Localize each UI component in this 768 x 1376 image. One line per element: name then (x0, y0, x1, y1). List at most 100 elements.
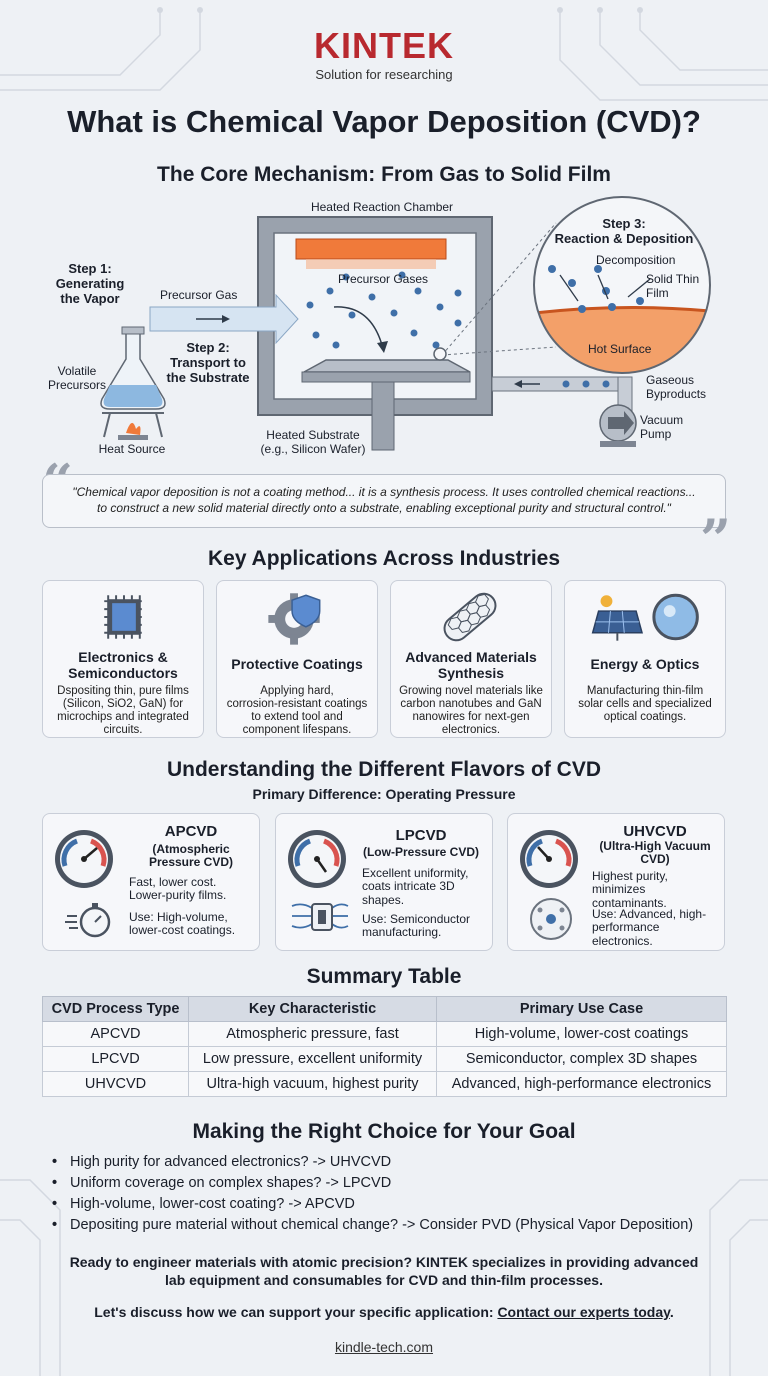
heat-source-label: Heat Source (98, 442, 166, 456)
flavor-desc: Excellent uniformity, coats intricate 3D… (362, 866, 469, 907)
vacuum-pump-drawing (599, 404, 637, 447)
decomposition-label: Decomposition (596, 253, 676, 267)
app-desc: Growing novel materials like carbon nano… (399, 685, 543, 736)
pressure-gauge-icon (288, 830, 346, 888)
table-cell: APCVD (42, 1021, 189, 1047)
gaseous-byproducts-label: Gaseous Byproducts (646, 373, 707, 401)
mechanism-title: The Core Mechanism: From Gas to Solid Fi… (157, 163, 611, 186)
vacuum-pump-label: Vacuum Pump (640, 413, 684, 441)
flavor-card-lpcvd: LPCVD (Low-Pressure CVD) Excellent unifo… (275, 813, 493, 951)
chamber-label: Heated Reaction Chamber (310, 200, 454, 214)
microchip-icon (104, 595, 142, 639)
app-card-energy: Energy & Optics Manufacturing thin-film … (564, 580, 726, 738)
flavor-desc: Highest purity, minimizes contaminants. (592, 869, 668, 910)
magnified-inset (433, 196, 711, 374)
summary-title: Summary Table (306, 965, 462, 988)
cta-contact-line: Let's discuss how we can support your sp… (0, 1304, 768, 1322)
cta-text: Ready to engineer materials with atomic … (0, 1254, 768, 1289)
stopwatch-icon (65, 903, 111, 938)
brand-header: KINTEK Solution for researching (0, 25, 768, 83)
table-cell: Atmospheric pressure, fast (188, 1021, 437, 1047)
table-cell: Semiconductor, complex 3D shapes (436, 1046, 727, 1072)
pressure-gauge-icon (55, 830, 113, 888)
flask (100, 326, 166, 440)
heater (295, 238, 447, 260)
app-title: Energy & Optics (590, 656, 700, 672)
step2-label: Step 2: Transport to the Substrate (166, 340, 250, 385)
flavor-name: UHVCVD (623, 823, 687, 840)
exhaust-line (491, 376, 633, 414)
table-row: APCVD Atmospheric pressure, fast High-vo… (42, 1021, 727, 1047)
precursor-gas-label: Precursor Gas (160, 288, 238, 302)
flavor-use: Use: High-volume, lower-cost coatings. (129, 910, 236, 938)
choice-list: High purity for advanced electronics? ->… (52, 1152, 693, 1236)
brand-tagline: Solution for researching (315, 67, 453, 82)
table-cell: LPCVD (42, 1046, 189, 1072)
app-card-materials: Advanced Materials Synthesis Growing nov… (390, 580, 552, 738)
quote-text: "Chemical vapor deposition is not a coat… (72, 485, 696, 515)
volatile-precursors-label: Volatile Precursors (47, 364, 106, 392)
nanotube-icon (443, 592, 497, 642)
table-cell: High-volume, lower-cost coatings (436, 1021, 727, 1047)
list-item: High purity for advanced electronics? ->… (52, 1152, 693, 1173)
brand-logo: KINTEK (314, 25, 454, 66)
flavor-name: LPCVD (395, 827, 447, 844)
solid-thin-film-label: Solid Thin Film (646, 272, 700, 300)
table-cell: UHVCVD (42, 1071, 189, 1097)
close-quote-icon: ” (700, 507, 732, 571)
app-title: Electronics & Semiconductors (68, 649, 178, 682)
vacuum-particles-icon (530, 898, 572, 940)
choice-title: Making the Right Choice for Your Goal (192, 1120, 576, 1143)
cta-line-1: Ready to engineer materials with atomic … (69, 1254, 699, 1270)
app-desc: Manufacturing thin-film solar cells and … (578, 685, 712, 723)
substrate-wafer (303, 359, 471, 373)
list-item: Uniform coverage on complex shapes? -> L… (52, 1173, 693, 1194)
flavors-title: Understanding the Different Flavors of C… (166, 758, 602, 781)
flavor-use: Use: Advanced, high- performance electro… (592, 907, 707, 948)
table-cell: Advanced, high-performance electronics (436, 1071, 727, 1097)
flavor-subtitle: (Ultra-High Vacuum CVD) (599, 839, 711, 867)
list-item: High-volume, lower-cost coating? -> APCV… (52, 1194, 693, 1215)
step1-label: Step 1: Generating the Vapor (55, 261, 125, 306)
list-item: Depositing pure material without chemica… (52, 1215, 693, 1236)
solar-lens-icon (591, 593, 699, 641)
substrate-pedestal (371, 381, 395, 451)
cta-line-2: lab equipment and consumables for CVD an… (165, 1271, 603, 1288)
precursor-gases-label: Precursor Gases (337, 272, 429, 286)
step3-label: Step 3: Reaction & Deposition (554, 216, 694, 246)
app-card-coatings: Protective Coatings Applying hard, corro… (216, 580, 378, 738)
flavor-subtitle: (Low-Pressure CVD) (362, 845, 480, 859)
app-title: Advanced Materials Synthesis (405, 649, 537, 682)
table-row: UHVCVD Ultra-high vacuum, highest purity… (42, 1071, 727, 1097)
contact-link[interactable]: Contact our experts today (497, 1304, 670, 1320)
flow-chamber-icon (291, 903, 349, 931)
flavor-name: APCVD (164, 823, 218, 840)
table-header: Key Characteristic (188, 996, 437, 1022)
table-row: LPCVD Low pressure, excellent uniformity… (42, 1046, 727, 1072)
summary-table: CVD Process Type Key Characteristic Prim… (42, 996, 727, 1097)
table-header: CVD Process Type (42, 996, 189, 1022)
table-cell: Low pressure, excellent uniformity (188, 1046, 437, 1072)
cvd-diagram (100, 196, 711, 451)
gear-shield-icon (268, 593, 321, 645)
flavor-card-apcvd: APCVD (Atmospheric Pressure CVD) Fast, l… (42, 813, 260, 951)
precursor-molecules (306, 271, 462, 349)
footer-website-link[interactable]: kindle-tech.com (334, 1339, 434, 1355)
cta-suffix: . (669, 1304, 674, 1320)
hot-surface-label: Hot Surface (588, 342, 652, 356)
applications-title: Key Applications Across Industries (207, 547, 561, 570)
flavor-subtitle: (Atmospheric Pressure CVD) (148, 842, 234, 870)
table-cell: Ultra-high vacuum, highest purity (188, 1071, 437, 1097)
heated-substrate-label: Heated Substrate (e.g., Silicon Wafer) (260, 428, 366, 456)
page-title: What is Chemical Vapor Deposition (CVD)? (67, 104, 701, 139)
app-desc: Dspositing thin, pure films (Silicon, Si… (57, 685, 189, 736)
pressure-gauge-icon (520, 830, 578, 888)
app-card-electronics: Electronics & Semiconductors Dspositing … (42, 580, 204, 738)
quote-box: "Chemical vapor deposition is not a coat… (42, 474, 726, 528)
table-header-row: CVD Process Type Key Characteristic Prim… (42, 996, 727, 1022)
cta-prefix: Let's discuss how we can support your sp… (94, 1304, 498, 1320)
flavor-desc: Fast, lower cost. Lower-purity films. (129, 875, 227, 903)
flavor-use: Use: Semiconductor manufacturing. (362, 912, 471, 940)
flavors-subtitle: Primary Difference: Operating Pressure (252, 786, 516, 802)
app-title: Protective Coatings (231, 656, 363, 672)
